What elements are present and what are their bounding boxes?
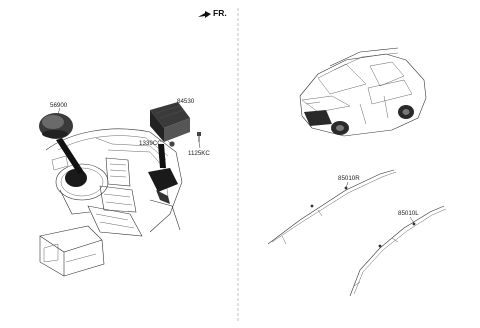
vehicle-illustration [299, 47, 427, 137]
part-label-84530: 84530 [177, 98, 195, 105]
part-label-1339cc: 1339CC [139, 140, 162, 147]
part-label-85010l: 85010L [398, 210, 419, 217]
leader-56900 [57, 107, 61, 115]
curtain-airbag-left [349, 205, 447, 297]
driver-airbag-cover [39, 113, 73, 139]
passenger-airbag-indicator-arrow [158, 144, 166, 168]
leader-1339cc [167, 140, 171, 144]
bolt-1125kc [197, 132, 201, 142]
bolt-1339cc [169, 141, 175, 147]
leader-84530 [171, 103, 179, 107]
direction-label: FR. [213, 8, 227, 18]
dashboard-illustration [39, 128, 183, 277]
part-label-85010r: 85010R [338, 175, 360, 182]
passenger-airbag-unit [150, 102, 190, 142]
curtain-airbag-right [267, 169, 397, 245]
leader-1125kc [198, 141, 201, 149]
forward-arrow-icon [198, 11, 211, 18]
part-label-1125kc: 1125KC [188, 150, 210, 157]
part-label-56900: 56900 [50, 102, 68, 109]
leader-85010l [409, 216, 415, 224]
driver-airbag-indicator-arrow [56, 138, 84, 174]
leader-85010r [345, 181, 349, 189]
